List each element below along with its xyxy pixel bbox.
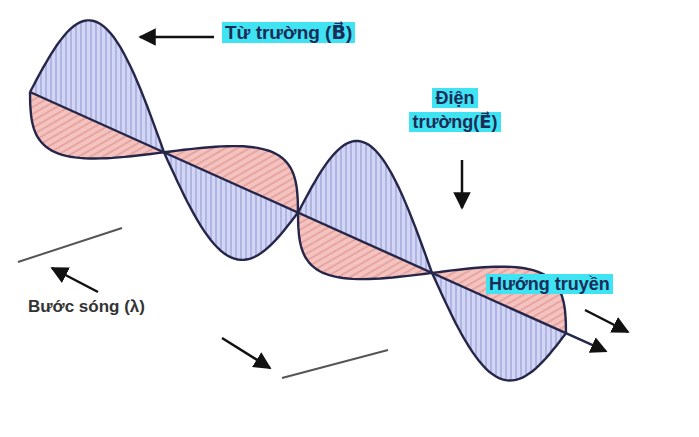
leader-arrow [461, 160, 464, 208]
magnetic-lobe [164, 152, 298, 260]
leader-arrow [140, 36, 214, 39]
field-label: Điện trường(E⃗) [409, 88, 500, 132]
direction-label-box: Hướng truyền [486, 272, 613, 296]
wavelength-bar [18, 228, 122, 262]
leader-arrow [585, 310, 628, 332]
magnetic-lobe [298, 141, 432, 273]
leader-arrow [52, 268, 98, 292]
magnetic-lobe [30, 20, 164, 152]
magnetic-wave-line [30, 20, 164, 152]
field-label-box: Từ trường (B⃗) [222, 20, 355, 46]
field-label-box: Điện trường(E⃗) [396, 86, 514, 135]
leader-arrow [222, 338, 270, 368]
wavelength-bar [282, 350, 388, 378]
wavelength-label-box: Bước sóng (λ) [28, 296, 145, 319]
field-label: Từ trường (B⃗) [222, 22, 355, 43]
direction-label: Hướng truyền [486, 274, 613, 294]
magnetic-wave-line [164, 152, 298, 260]
wavelength-label: Bước sóng (λ) [28, 297, 145, 316]
magnetic-wave-line [298, 141, 432, 273]
